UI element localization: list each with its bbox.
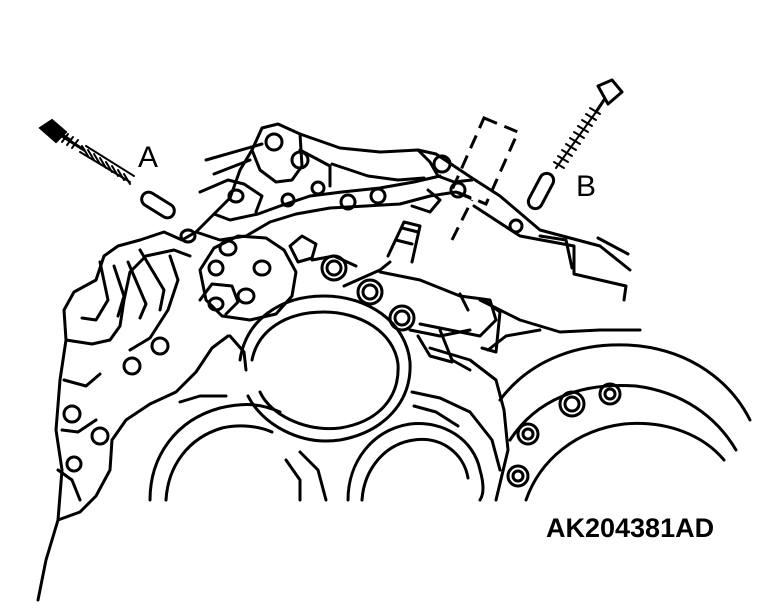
plug-b	[508, 78, 624, 234]
center-bore	[148, 294, 502, 502]
linkage-plate	[198, 132, 467, 322]
callout-label-b: B	[576, 170, 597, 203]
plug-a	[38, 118, 197, 244]
dashed-guide-b	[450, 199, 474, 241]
case-body	[36, 122, 752, 602]
dashed-outline-b	[450, 116, 520, 206]
linkage-arm	[310, 254, 502, 372]
figure-id: AK204381AD	[546, 513, 715, 543]
callout-label-a: A	[138, 141, 159, 174]
bolt-heads	[62, 254, 622, 488]
